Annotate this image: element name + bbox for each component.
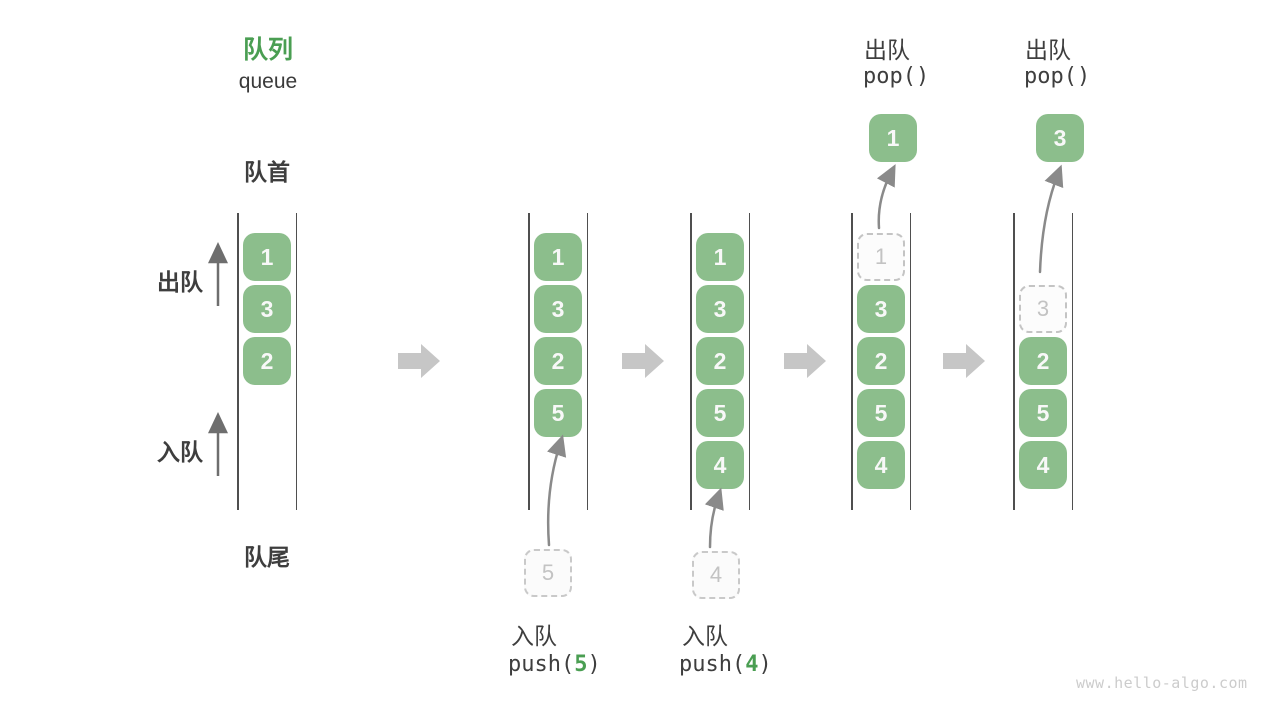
push-op-call: push(5) <box>508 652 601 677</box>
popped-value-box: 3 <box>1036 114 1084 162</box>
queue-wall-right <box>586 213 588 510</box>
queue-cell: 3 <box>243 285 291 333</box>
pop-op-label: 出队 <box>1025 37 1071 63</box>
diagram-title-en: queue <box>238 70 298 93</box>
push-insert-arrow-icon <box>546 434 567 547</box>
queue-cell: 2 <box>1019 337 1067 385</box>
queue-cell: 1 <box>534 233 582 281</box>
queue-wall-left <box>237 213 239 510</box>
queue-cell: 4 <box>696 441 744 489</box>
queue-wall-right <box>295 213 297 510</box>
push-call-arg: 5 <box>574 652 588 677</box>
queue-cell: 2 <box>243 337 291 385</box>
queue-cell: 1 <box>243 233 291 281</box>
label-dequeue-direction: 出队 <box>157 269 203 295</box>
queue-wall-left <box>690 213 692 510</box>
label-queue-rear: 队尾 <box>244 544 290 570</box>
queue-wall-left <box>851 213 853 510</box>
queue-cell: 2 <box>857 337 905 385</box>
queue-wall-left <box>1013 213 1015 510</box>
push-call-open: push( <box>679 652 746 677</box>
queue-cell: 3 <box>534 285 582 333</box>
pop-remove-arrow-icon <box>1038 164 1064 274</box>
push-call-open: push( <box>508 652 575 677</box>
queue-cell: 3 <box>857 285 905 333</box>
queue-cell: 2 <box>534 337 582 385</box>
watermark: www.hello-algo.com <box>1076 674 1248 692</box>
queue-state-2: 1 3 2 5 <box>528 213 588 510</box>
staged-value-box: 5 <box>524 549 572 597</box>
pop-op-label: 出队 <box>864 37 910 63</box>
queue-wall-right <box>1071 213 1073 510</box>
flow-arrow-icon <box>622 344 664 378</box>
dequeue-direction-arrow-icon <box>208 242 228 306</box>
flow-arrow-icon <box>943 344 985 378</box>
queue-wall-left <box>528 213 530 510</box>
push-call-close: ) <box>758 652 772 677</box>
staged-value-box: 4 <box>692 551 740 599</box>
popped-value-box: 1 <box>869 114 917 162</box>
push-insert-arrow-icon <box>704 487 724 549</box>
flow-arrow-icon <box>398 344 440 378</box>
queue-wall-right <box>909 213 911 510</box>
queue-cell: 5 <box>696 389 744 437</box>
push-op-label: 入队 <box>511 623 557 649</box>
diagram-title-zh: 队列 <box>242 36 293 64</box>
queue-state-4: 1 3 2 5 4 <box>851 213 911 510</box>
pop-remove-arrow-icon <box>876 164 896 230</box>
queue-cell: 4 <box>857 441 905 489</box>
queue-state-3: 1 3 2 5 4 <box>690 213 750 510</box>
push-call-arg: 4 <box>745 652 759 677</box>
queue-cell: 5 <box>534 389 582 437</box>
queue-state-5: 3 2 5 4 <box>1013 213 1073 510</box>
removed-cell-ghost: 1 <box>857 233 905 281</box>
queue-cell: 4 <box>1019 441 1067 489</box>
enqueue-direction-arrow-icon <box>208 412 228 476</box>
flow-arrow-icon <box>784 344 826 378</box>
queue-cell: 3 <box>696 285 744 333</box>
push-op-call: push(4) <box>679 652 772 677</box>
push-call-close: ) <box>587 652 601 677</box>
label-queue-front: 队首 <box>244 159 290 185</box>
queue-cell: 2 <box>696 337 744 385</box>
queue-state-1: 1 3 2 <box>237 213 297 510</box>
pop-op-call: pop() <box>863 64 930 89</box>
queue-cell: 5 <box>857 389 905 437</box>
push-op-label: 入队 <box>682 623 728 649</box>
removed-cell-ghost: 3 <box>1019 285 1067 333</box>
queue-cell: 1 <box>696 233 744 281</box>
queue-wall-right <box>748 213 750 510</box>
pop-op-call: pop() <box>1024 64 1091 89</box>
queue-cell: 5 <box>1019 389 1067 437</box>
label-enqueue-direction: 入队 <box>157 439 203 465</box>
